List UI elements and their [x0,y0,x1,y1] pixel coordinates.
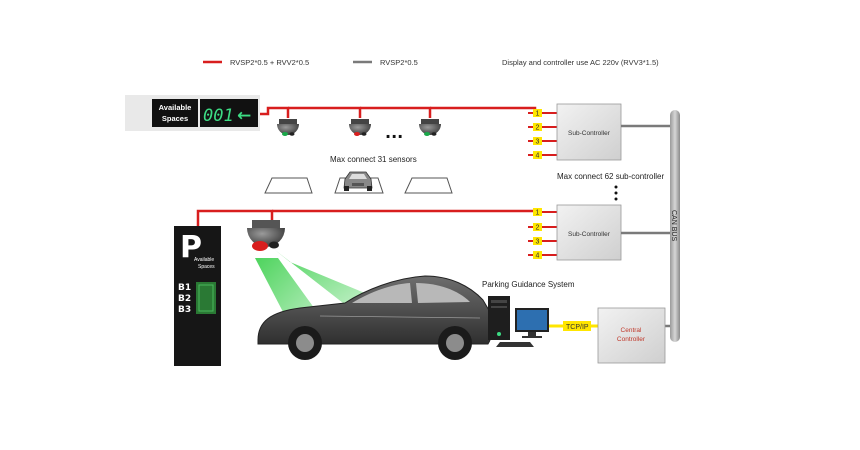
central-controller-line2: Controller [617,336,646,343]
display-label-line1: Available [159,103,192,112]
ceiling-sensor [349,119,371,136]
sensors-note: Max connect 31 sensors [330,155,417,164]
available-spaces-display: Available Spaces 001 ← [125,95,260,131]
port-label: 2 [536,225,540,232]
computer-icon [488,296,549,347]
port-badge [533,251,542,259]
ceiling-sensor [419,119,441,136]
sub-controller-box [556,103,622,161]
floor-availability-sign: P Available Spaces B1 B2 B3 [174,226,221,366]
legend-power-note: Display and controller use AC 220v (RVV3… [502,58,659,67]
sub-controller-label: Sub-Controller [568,130,611,137]
display-label-panel [152,99,198,127]
pgs-label: Parking Guidance System [482,280,575,289]
port-label: 2 [536,125,540,132]
display-count: 001 [203,106,234,126]
port-badge [533,109,542,117]
display-label-line2: Spaces [162,114,188,123]
ceiling-sensor [277,119,299,136]
display-led-panel [200,99,258,127]
central-controller-line1: Central [621,327,643,334]
sign-floor-label: B2 [178,294,191,304]
car-front-icon [343,171,373,191]
display-arrow-icon: ← [237,106,251,126]
main-ceiling-sensor [247,220,285,251]
port-badge [533,223,542,231]
vertical-ellipsis [614,185,618,201]
sub-controller-box [556,204,622,261]
port-label: 4 [536,153,540,160]
port-badge [533,137,542,145]
sign-label-line1: Available [194,257,214,263]
sign-floor-label: B3 [178,305,191,315]
central-controller: Central Controller [597,307,666,364]
port-label: 1 [536,210,540,217]
port-badge [533,123,542,131]
legend-red-label: RVSP2*0.5 + RVV2*0.5 [230,58,309,67]
sub-controller-note: Max connect 62 sub-controller [557,172,665,181]
sub-controller-2: 1 2 3 4 Sub-Controller [196,204,672,261]
port-badge [533,151,542,159]
port-label: 1 [536,111,540,118]
top-sensor-cable [260,106,537,118]
tcpip-label: TCP/IP [566,324,589,331]
sub-controller-label: Sub-Controller [568,231,611,238]
can-bus-label: CAN BUS [670,210,677,241]
port-label: 4 [536,253,540,260]
sensor-ellipsis: ... [385,123,403,142]
sign-floor-label: B1 [178,283,191,293]
sub-controller-1: 1 2 3 4 Sub-Controller [528,103,672,161]
port-badge [533,208,542,216]
legend: RVSP2*0.5 + RVV2*0.5 RVSP2*0.5 Display a… [203,58,659,67]
port-label: 3 [536,239,540,246]
sign-p-letter: P [180,230,202,265]
port-badge [533,237,542,245]
sign-led-count [196,282,216,314]
tcpip-badge [563,321,591,331]
legend-gray-label: RVSP2*0.5 [380,58,418,67]
sign-label-line2: Spaces [198,264,215,270]
port-label: 3 [536,139,540,146]
can-bus: CAN BUS [665,110,680,342]
